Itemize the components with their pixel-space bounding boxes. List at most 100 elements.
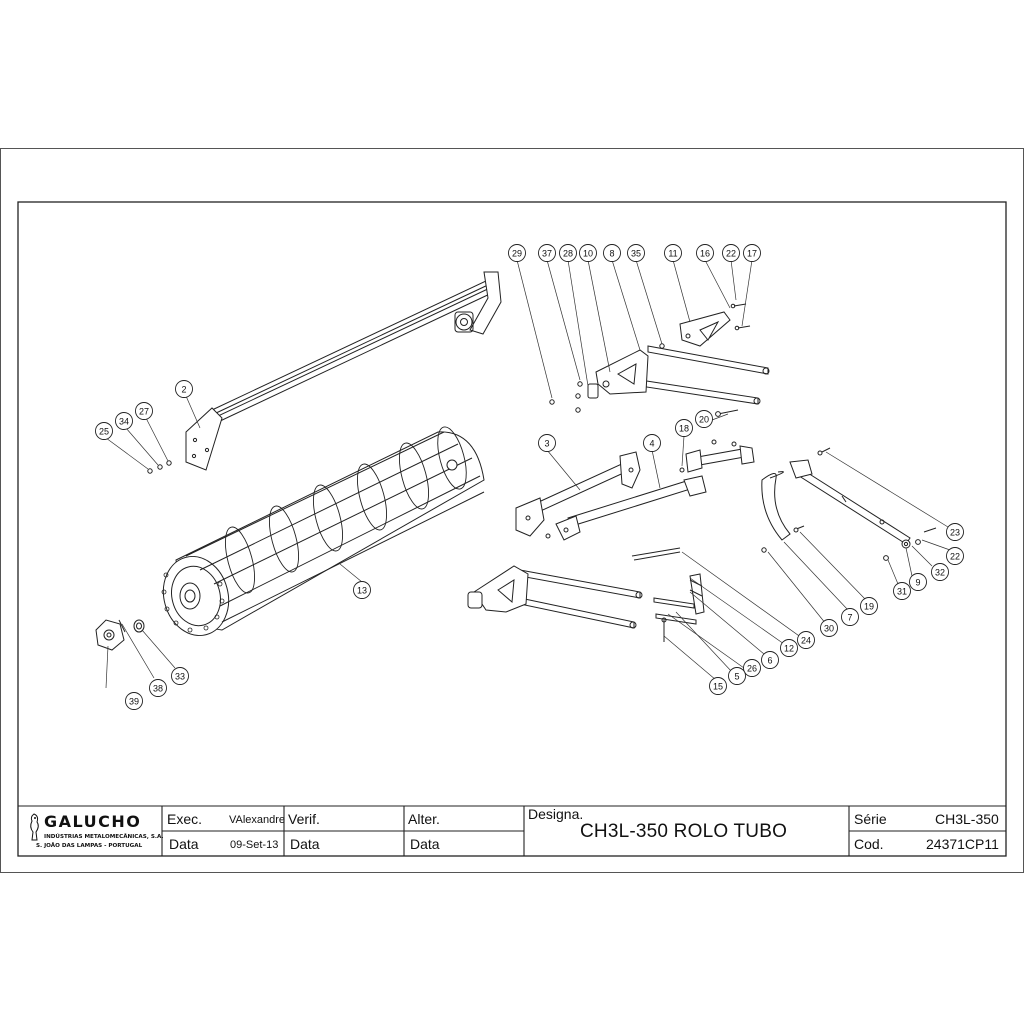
company-line1: INDÚSTRIAS METALOMECÂNICAS, S.A. — [44, 834, 164, 840]
company-name: GALUCHO — [44, 812, 142, 831]
title-block: GALUCHO INDÚSTRIAS METALOMECÂNICAS, S.A.… — [18, 806, 1006, 856]
drawing-frame — [17, 201, 1007, 857]
data-label-verif: Data — [290, 836, 320, 852]
part-frame-beam — [185, 271, 502, 471]
exec-label: Exec. — [167, 811, 203, 827]
balloon-30: 30 — [820, 619, 838, 637]
balloon-7: 7 — [841, 608, 859, 626]
balloon-34: 33 — [171, 667, 189, 685]
designa-label: Designa. — [528, 806, 584, 822]
balloon-16: 16 — [696, 244, 714, 262]
balloon-28-label: 28 — [563, 249, 573, 259]
balloon-13-label: 13 — [357, 586, 367, 596]
balloon-22-label: 22 — [950, 552, 960, 562]
company-logo: GALUCHO INDÚSTRIAS METALOMECÂNICAS, S.A.… — [24, 810, 164, 854]
balloon-11: 11 — [664, 244, 682, 262]
balloon-23: 23 — [946, 523, 964, 541]
balloon-24-label: 24 — [801, 636, 811, 646]
balloon-35: 35 — [627, 244, 645, 262]
balloon-21: 22 — [722, 244, 740, 262]
balloon-23-label: 23 — [950, 528, 960, 538]
balloon-15: 15 — [709, 677, 727, 695]
balloon-33: 34 — [115, 412, 133, 430]
balloon-11-label: 11 — [668, 249, 677, 259]
balloon-4-label: 4 — [649, 439, 654, 449]
balloon-22: 22 — [946, 547, 964, 565]
balloon-28: 28 — [559, 244, 577, 262]
balloon-25: 25 — [95, 422, 113, 440]
balloon-2: 2 — [175, 380, 193, 398]
balloon-8-label: 8 — [609, 249, 614, 259]
balloon-8: 8 — [603, 244, 621, 262]
balloon-20: 20 — [695, 410, 713, 428]
data-value: 09-Set-13 — [230, 839, 279, 851]
balloon-29-label: 29 — [512, 249, 522, 259]
company-line2: S. JOÃO DAS LAMPAS - PORTUGAL — [36, 843, 143, 849]
balloon-26: 26 — [743, 659, 761, 677]
balloon-35-label: 35 — [631, 249, 641, 259]
balloon-12-label: 12 — [784, 644, 794, 654]
balloon-20-label: 20 — [699, 415, 709, 425]
balloon-5-label: 5 — [734, 672, 739, 682]
cod-value: 24371CP11 — [926, 836, 999, 852]
balloon-12: 12 — [780, 639, 798, 657]
balloon-3: 3 — [538, 434, 556, 452]
verif-label: Verif. — [288, 811, 320, 827]
balloon-5: 5 — [728, 667, 746, 685]
part-balloons: 29 37 28 10 8 35 11 16 22 17 2 25 34 27 … — [95, 244, 964, 710]
data-label-exec: Data — [169, 836, 199, 852]
balloon-10: 10 — [579, 244, 597, 262]
cod-label: Cod. — [854, 836, 884, 852]
serie-value: CH3L-350 — [935, 811, 999, 827]
balloon-32: 32 — [931, 563, 949, 581]
balloon-15-label: 15 — [713, 682, 723, 692]
balloon-30-label: 30 — [824, 624, 834, 634]
balloon-34-label: 33 — [175, 672, 185, 682]
balloon-25-label: 25 — [99, 427, 109, 437]
balloon-31: 31 — [893, 582, 911, 600]
balloon-38-label: 38 — [153, 684, 163, 694]
part-upper-arm-assembly — [549, 303, 770, 417]
balloon-9: 9 — [909, 573, 927, 591]
alter-label: Alter. — [408, 811, 440, 827]
balloon-21-label: 22 — [726, 249, 736, 259]
balloon-38: 38 — [149, 679, 167, 697]
balloon-37-label: 37 — [542, 249, 552, 259]
part-curved-arm-and-rod — [761, 447, 937, 561]
balloon-7-label: 7 — [847, 613, 852, 623]
balloon-3-label: 3 — [544, 439, 549, 449]
balloon-17: 17 — [743, 244, 761, 262]
balloon-10-label: 10 — [583, 249, 593, 259]
balloon-39-label: 39 — [129, 697, 139, 707]
balloon-26-label: 26 — [747, 664, 757, 674]
balloon-31-label: 31 — [897, 587, 907, 597]
balloon-33-label: 34 — [119, 417, 129, 427]
balloon-32-label: 32 — [935, 568, 945, 578]
balloon-18-label: 18 — [679, 424, 689, 434]
part-middle-arms — [515, 439, 755, 541]
part-roller-tube — [161, 426, 485, 637]
balloon-19: 19 — [860, 597, 878, 615]
balloon-27: 27 — [135, 402, 153, 420]
balloon-13: 13 — [353, 581, 371, 599]
balloon-24: 24 — [797, 631, 815, 649]
serie-label: Série — [854, 811, 887, 827]
balloon-18: 18 — [675, 419, 693, 437]
balloon-6: 6 — [761, 651, 779, 669]
balloon-39: 39 — [125, 692, 143, 710]
balloon-2-label: 2 — [181, 385, 186, 395]
exec-value: VAlexandre — [229, 814, 286, 826]
data-label-alter: Data — [410, 836, 440, 852]
balloon-17-label: 17 — [747, 249, 757, 259]
part-bearing-plate — [95, 619, 145, 651]
balloon-6-label: 6 — [767, 656, 772, 666]
galucho-rooster-icon — [30, 813, 39, 841]
balloon-37: 37 — [538, 244, 556, 262]
balloon-16-label: 16 — [700, 249, 710, 259]
leader-lines — [105, 259, 951, 689]
drawing-designation: CH3L-350 ROLO TUBO — [580, 821, 788, 842]
title-block-grid — [18, 805, 1006, 856]
balloon-19-label: 19 — [864, 602, 874, 612]
balloon-27-label: 27 — [139, 407, 149, 417]
